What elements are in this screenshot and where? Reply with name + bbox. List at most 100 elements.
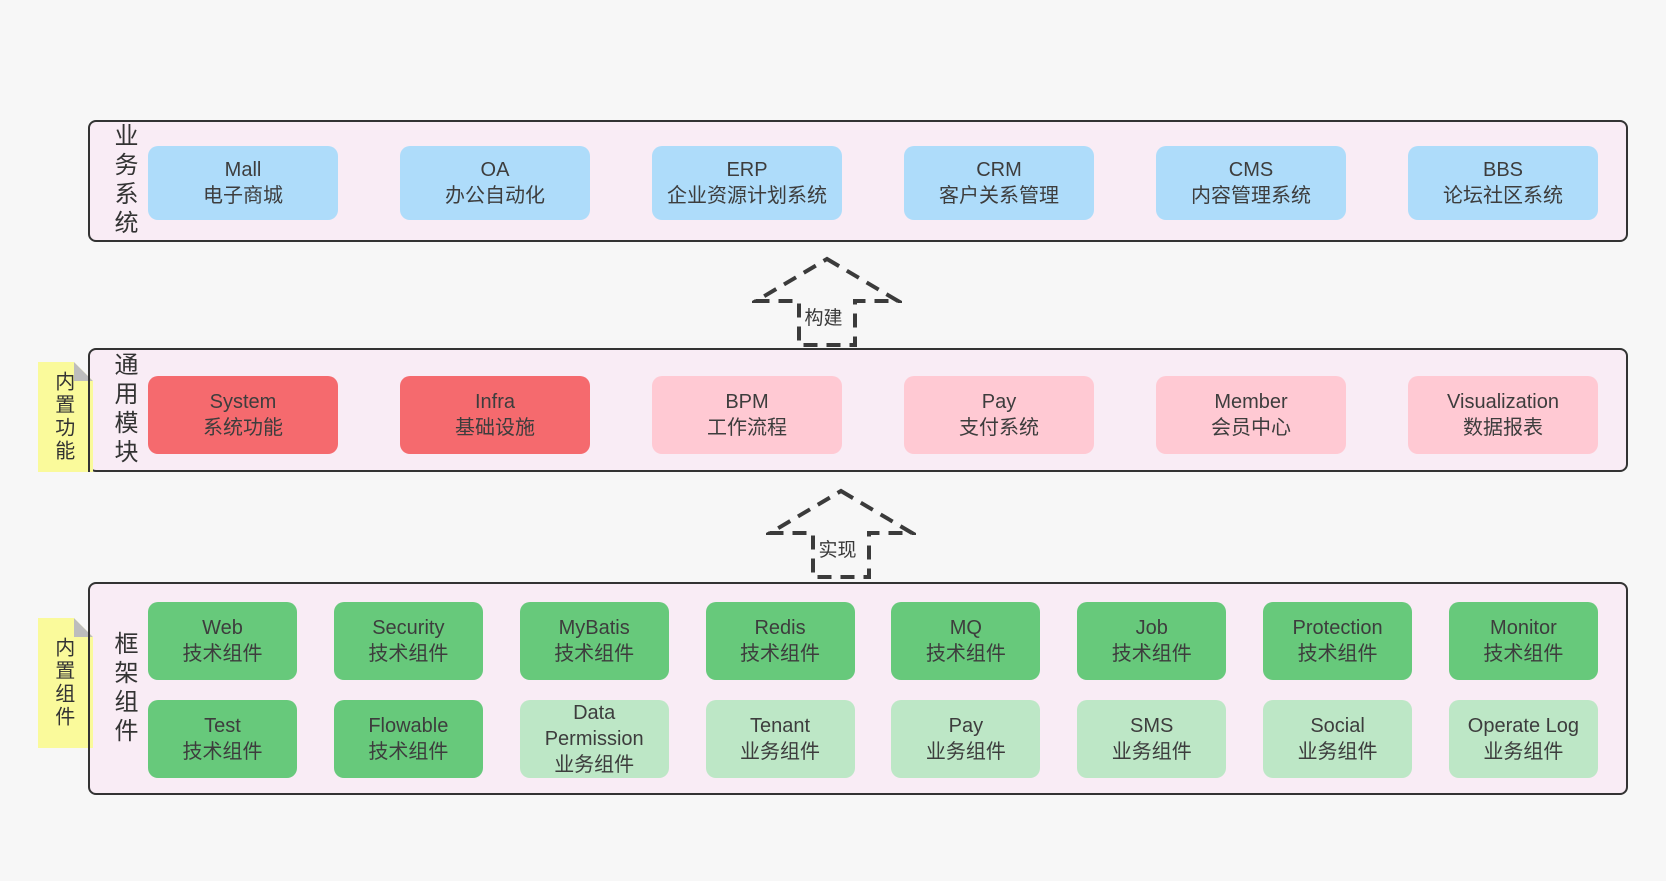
node-monitor: Monitor 技术组件 — [1448, 602, 1598, 680]
node-title: Social — [1310, 715, 1365, 737]
node-mall: Mall 电子商城 — [148, 146, 338, 220]
node-title: Tenant — [750, 715, 811, 737]
node-subtitle: 技术组件 — [182, 741, 263, 763]
band-label-business-systems: 业务系统 — [110, 123, 137, 239]
band-framework-components: 框架组件 Web 技术组件 Security 技术组件 MyBatis 技术组件… — [88, 582, 1628, 795]
node-web: Web 技术组件 — [148, 602, 297, 680]
node-subtitle: 技术组件 — [1297, 643, 1378, 665]
arrow-build: 构建 — [752, 256, 902, 348]
node-subtitle: 技术组件 — [182, 643, 263, 665]
node-mybatis: MyBatis 技术组件 — [519, 602, 669, 680]
node-oa: OA 办公自动化 — [400, 146, 590, 220]
node-infra: Infra 基础设施 — [400, 376, 590, 454]
band-business-systems: 业务系统 Mall 电子商城 OA 办公自动化 ERP 企业资源计划系统 CRM… — [88, 120, 1628, 242]
node-title: CMS — [1228, 159, 1274, 181]
node-title: Monitor — [1490, 617, 1557, 639]
node-system: System 系统功能 — [148, 376, 338, 454]
node-subtitle: 业务组件 — [554, 754, 635, 776]
node-cms: CMS 内容管理系统 — [1156, 146, 1346, 220]
sticky-built-in-features: 内置功能 — [38, 362, 93, 472]
band-label-common-modules: 通用模块 — [110, 352, 137, 468]
node-subtitle: 技术组件 — [1111, 643, 1192, 665]
node-title: Mall — [224, 159, 262, 181]
common-modules-row: System 系统功能 Infra 基础设施 BPM 工作流程 Pay 支付系统… — [148, 376, 1598, 454]
node-title: Data Permission — [544, 702, 644, 750]
arrow-implement-label: 实现 — [815, 534, 860, 563]
node-title: Pay — [948, 715, 984, 737]
band-label-framework-components: 框架组件 — [110, 630, 137, 747]
node-subtitle: 业务组件 — [1483, 741, 1564, 763]
arrow-build-label: 构建 — [801, 302, 846, 331]
node-member: Member 会员中心 — [1156, 376, 1346, 454]
node-subtitle: 论坛社区系统 — [1443, 185, 1563, 207]
node-bbs: BBS 论坛社区系统 — [1408, 146, 1598, 220]
dashed-up-arrow-icon — [766, 488, 916, 579]
node-subtitle: 会员中心 — [1211, 417, 1291, 439]
node-title: System — [209, 391, 277, 413]
sticky-label: 内置功能 — [51, 371, 74, 463]
band-common-modules: 通用模块 System 系统功能 Infra 基础设施 BPM 工作流程 Pay… — [88, 348, 1628, 472]
sticky-label: 内置组件 — [51, 637, 74, 729]
node-subtitle: 企业资源计划系统 — [667, 185, 827, 207]
node-operate-log: Operate Log 业务组件 — [1448, 700, 1598, 778]
band-border-segment — [88, 618, 90, 748]
node-title: Security — [372, 617, 445, 639]
node-title: Test — [204, 715, 241, 737]
node-test: Test 技术组件 — [148, 700, 297, 778]
node-title: Pay — [981, 391, 1017, 413]
node-subtitle: 技术组件 — [740, 643, 821, 665]
node-erp: ERP 企业资源计划系统 — [652, 146, 842, 220]
node-data-permission: Data Permission 业务组件 — [519, 700, 669, 778]
node-subtitle: 电子商城 — [203, 185, 283, 207]
node-flowable: Flowable 技术组件 — [333, 700, 483, 778]
node-sms: SMS 业务组件 — [1077, 700, 1227, 778]
node-title: Protection — [1292, 617, 1383, 639]
node-subtitle: 办公自动化 — [445, 185, 545, 207]
node-title: SMS — [1130, 715, 1174, 737]
framework-components-row-2: Test 技术组件 Flowable 技术组件 Data Permission … — [148, 700, 1598, 778]
node-subtitle: 技术组件 — [1483, 643, 1564, 665]
node-subtitle: 基础设施 — [455, 417, 535, 439]
node-security: Security 技术组件 — [333, 602, 483, 680]
node-subtitle: 内容管理系统 — [1191, 185, 1311, 207]
node-subtitle: 业务组件 — [1297, 741, 1378, 763]
node-subtitle: 支付系统 — [959, 417, 1039, 439]
node-title: Operate Log — [1467, 715, 1579, 737]
node-subtitle: 业务组件 — [925, 741, 1006, 763]
node-title: MQ — [949, 617, 982, 639]
sticky-built-in-components: 内置组件 — [38, 618, 93, 748]
node-title: Web — [202, 617, 243, 639]
node-subtitle: 技术组件 — [554, 643, 635, 665]
node-subtitle: 技术组件 — [368, 741, 449, 763]
node-title: BBS — [1482, 159, 1524, 181]
node-title: OA — [480, 159, 510, 181]
node-title: Job — [1135, 617, 1168, 639]
node-visualization: Visualization 数据报表 — [1408, 376, 1598, 454]
node-subtitle: 技术组件 — [368, 643, 449, 665]
business-systems-row: Mall 电子商城 OA 办公自动化 ERP 企业资源计划系统 CRM 客户关系… — [148, 146, 1598, 220]
node-subtitle: 客户关系管理 — [939, 185, 1059, 207]
node-title: CRM — [976, 159, 1022, 181]
node-title: Infra — [474, 391, 516, 413]
node-subtitle: 技术组件 — [925, 643, 1006, 665]
node-subtitle: 业务组件 — [740, 741, 821, 763]
node-subtitle: 数据报表 — [1463, 417, 1543, 439]
node-title: Visualization — [1447, 391, 1559, 413]
node-redis: Redis 技术组件 — [705, 602, 855, 680]
node-title: BPM — [725, 391, 769, 413]
framework-components-row-1: Web 技术组件 Security 技术组件 MyBatis 技术组件 Redi… — [148, 602, 1598, 680]
band-border-segment — [88, 362, 90, 472]
node-title: Flowable — [368, 715, 449, 737]
node-mq: MQ 技术组件 — [891, 602, 1041, 680]
arrow-implement: 实现 — [766, 488, 916, 580]
node-bpm: BPM 工作流程 — [652, 376, 842, 454]
node-pay: Pay 支付系统 — [904, 376, 1094, 454]
node-crm: CRM 客户关系管理 — [904, 146, 1094, 220]
node-social: Social 业务组件 — [1263, 700, 1413, 778]
node-title: Redis — [754, 617, 806, 639]
node-subtitle: 业务组件 — [1111, 741, 1192, 763]
node-pay-business: Pay 业务组件 — [891, 700, 1041, 778]
dashed-up-arrow-icon — [752, 256, 902, 347]
node-subtitle: 工作流程 — [707, 417, 787, 439]
node-tenant: Tenant 业务组件 — [705, 700, 855, 778]
